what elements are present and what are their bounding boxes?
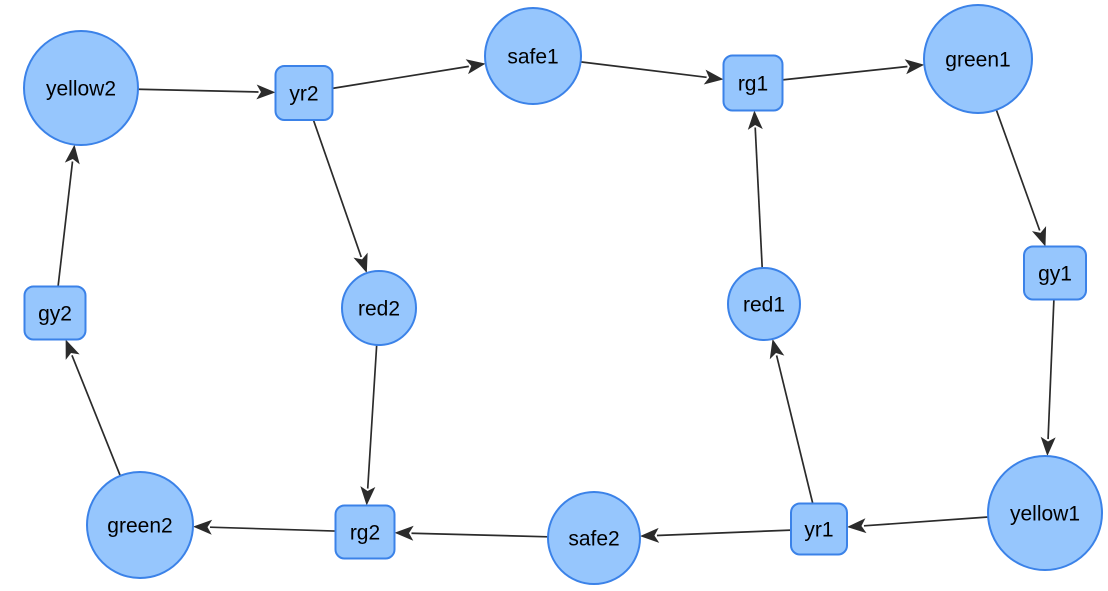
edge-line [782, 65, 908, 81]
edge-red2-to-rg2 [360, 344, 378, 506]
node-circle-shape[interactable] [484, 7, 582, 105]
edge-line [1047, 299, 1055, 440]
graph-node-red2[interactable]: red2 [341, 270, 417, 346]
edge-yr1-to-red1 [769, 338, 814, 504]
edge-line [209, 526, 336, 532]
graph-node-yellow1[interactable]: yellow1 [987, 455, 1103, 571]
edge-line [312, 119, 363, 258]
edge-line [754, 127, 764, 269]
edge-yellow2-to-yr2 [137, 84, 276, 100]
arrow-head-icon [256, 84, 276, 100]
graph-node-green1[interactable]: green1 [923, 4, 1033, 114]
edge-line [656, 529, 792, 537]
edge-red1-to-rg1 [747, 110, 764, 269]
arrow-head-icon [747, 110, 763, 130]
node-rect-shape[interactable] [790, 502, 848, 556]
node-circle-shape[interactable] [727, 267, 801, 341]
edge-line [411, 532, 549, 538]
edge-gy1-to-yellow1 [1040, 299, 1056, 457]
graph-node-gy1[interactable]: gy1 [1023, 245, 1087, 301]
arrow-head-icon [64, 144, 80, 165]
edges-layer [57, 59, 1056, 543]
node-rect-shape[interactable] [23, 285, 87, 341]
edge-yr1-to-safe2 [639, 527, 792, 543]
arrow-head-icon [847, 518, 867, 534]
edge-safe1-to-rg1 [580, 61, 724, 85]
node-rect-shape[interactable] [274, 65, 334, 121]
edge-gy2-to-yellow2 [57, 144, 80, 287]
arrow-head-icon [360, 486, 376, 506]
node-circle-shape[interactable] [987, 455, 1103, 571]
arrow-head-icon [465, 59, 486, 75]
edge-line [995, 109, 1041, 231]
edge-yellow1-to-yr1 [847, 516, 989, 534]
node-circle-shape[interactable] [547, 491, 641, 585]
arrow-head-icon [769, 338, 785, 360]
graph-node-yellow2[interactable]: yellow2 [23, 30, 139, 146]
graph-node-safe2[interactable]: safe2 [547, 491, 641, 585]
graph-node-rg1[interactable]: rg1 [722, 54, 784, 112]
arrow-head-icon [65, 339, 80, 360]
node-circle-shape[interactable] [86, 471, 194, 579]
graph-node-gy2[interactable]: gy2 [23, 285, 87, 341]
arrow-head-icon [703, 69, 724, 85]
edge-line [775, 355, 814, 504]
graph-node-yr1[interactable]: yr1 [790, 502, 848, 556]
edge-rg1-to-green1 [782, 59, 925, 81]
edge-line [57, 161, 74, 287]
arrow-head-icon [1040, 436, 1056, 457]
node-rect-shape[interactable] [1023, 245, 1087, 301]
arrow-head-icon [353, 252, 368, 274]
node-circle-shape[interactable] [923, 4, 1033, 114]
arrow-head-icon [639, 527, 660, 543]
edge-line [332, 65, 469, 90]
edge-yr2-to-safe1 [332, 59, 486, 90]
edge-green2-to-gy2 [65, 339, 122, 477]
edge-safe2-to-rg2 [394, 525, 549, 541]
edge-green1-to-gy1 [995, 109, 1047, 247]
graph-node-safe1[interactable]: safe1 [484, 7, 582, 105]
edge-line [71, 354, 122, 477]
edge-line [366, 344, 378, 489]
graph-node-yr2[interactable]: yr2 [274, 65, 334, 121]
edge-line [137, 88, 259, 93]
graph-node-green2[interactable]: green2 [86, 471, 194, 579]
graph-node-rg2[interactable]: rg2 [334, 504, 396, 560]
arrow-head-icon [192, 519, 213, 535]
edge-yr2-to-red2 [312, 119, 368, 274]
node-rect-shape[interactable] [722, 54, 784, 112]
edge-line [863, 516, 989, 527]
node-rect-shape[interactable] [334, 504, 396, 560]
nodes-layer: yellow2 yr2 safe1 rg1 green1 gy1 yellow1 yr1 red… [23, 4, 1103, 585]
arrow-head-icon [904, 59, 925, 75]
edge-rg2-to-green2 [192, 519, 336, 535]
arrow-head-icon [394, 525, 414, 541]
edge-line [580, 61, 707, 79]
node-circle-shape[interactable] [23, 30, 139, 146]
graph-node-red1[interactable]: red1 [727, 267, 801, 341]
node-circle-shape[interactable] [341, 270, 417, 346]
arrow-head-icon [1031, 226, 1047, 247]
